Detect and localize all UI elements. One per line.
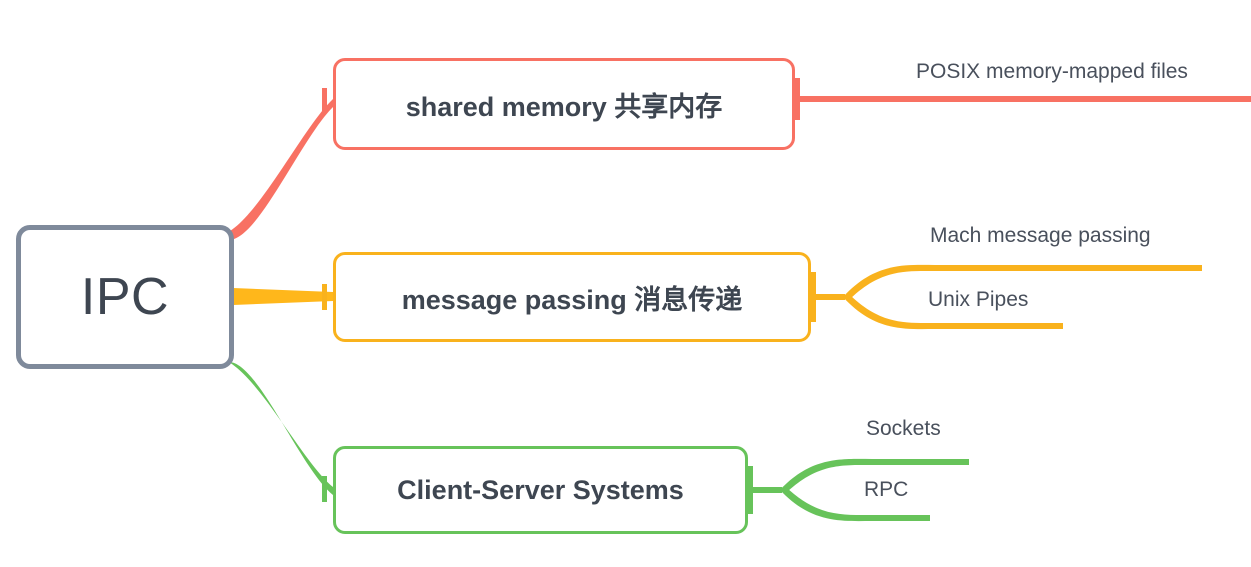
branch-node-message-passing[interactable]: message passing 消息传递 — [333, 252, 811, 342]
branch-node-shared-memory[interactable]: shared memory 共享内存 — [333, 58, 795, 150]
connector-root-client-server — [216, 358, 333, 495]
connector-stub-shared-memory-right — [795, 78, 800, 120]
leaf-rpc[interactable]: RPC — [864, 478, 909, 501]
connector-root-shared-memory — [216, 99, 333, 240]
branch-node-client-server-systems-label: Client-Server Systems — [397, 474, 684, 505]
connector-message-fork-stem — [813, 294, 845, 300]
connector-posix-line — [798, 96, 1251, 102]
branch-node-message-passing-label: message passing 消息传递 — [401, 284, 743, 315]
connector-stub-client-left — [322, 476, 327, 502]
root-node-ipc[interactable]: IPC — [16, 225, 234, 369]
leaf-mach-message-passing[interactable]: Mach message passing — [930, 224, 1151, 247]
leaf-unix-pipes[interactable]: Unix Pipes — [928, 288, 1029, 311]
connector-stub-shared-memory-left — [322, 88, 327, 112]
branch-node-client-server-systems[interactable]: Client-Server Systems — [333, 446, 748, 534]
connector-root-message-passing — [233, 288, 333, 305]
connector-client-fork-stem — [750, 487, 782, 493]
branch-node-shared-memory-label: shared memory 共享内存 — [405, 91, 723, 122]
leaf-sockets[interactable]: Sockets — [866, 417, 941, 440]
connector-stub-message-right — [811, 272, 816, 322]
connector-stub-message-left — [322, 284, 327, 310]
leaf-posix-memory-mapped-files[interactable]: POSIX memory-mapped files — [916, 60, 1188, 83]
connector-stub-client-right — [748, 466, 753, 514]
root-node-label: IPC — [80, 268, 170, 326]
